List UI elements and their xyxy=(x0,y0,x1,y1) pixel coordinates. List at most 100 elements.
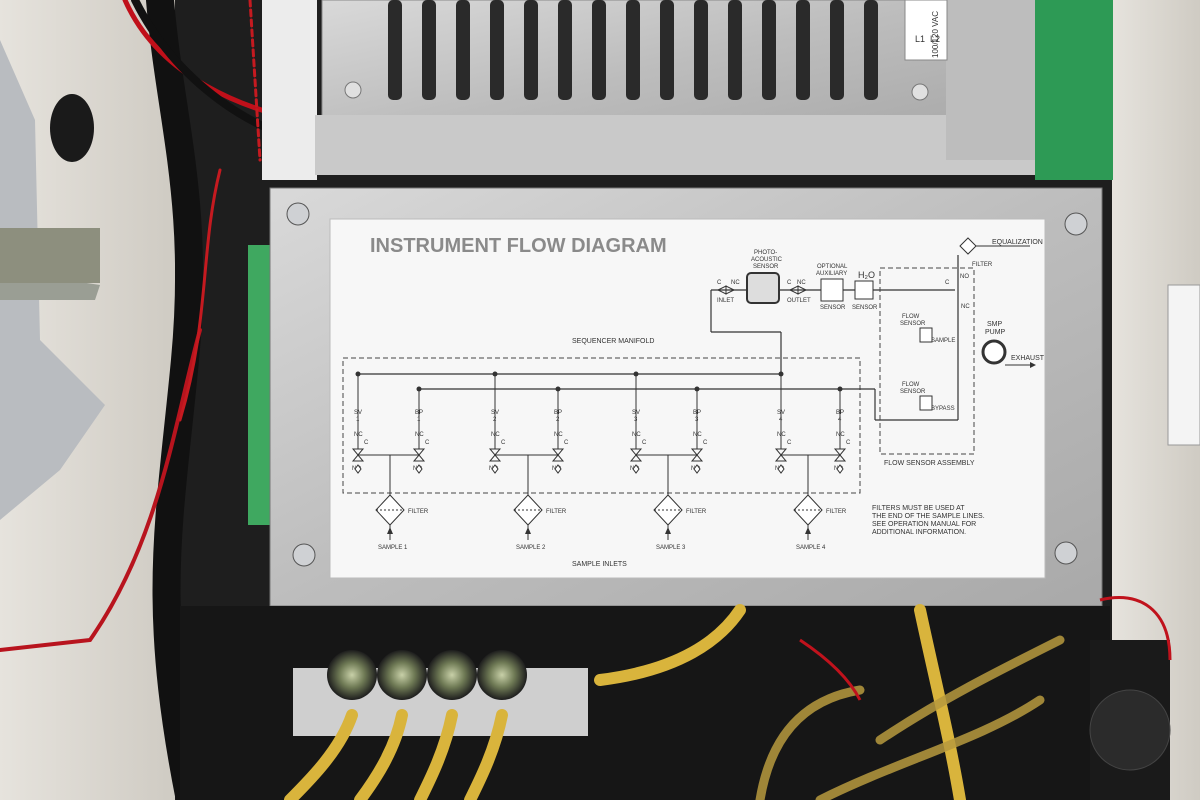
manifold-junction xyxy=(492,371,498,377)
valve-c-port: C xyxy=(501,440,506,446)
valve-sv-3: SV3NCCNO xyxy=(629,371,647,474)
valve-icon xyxy=(774,448,788,456)
inlet-arrow-icon xyxy=(525,527,531,534)
svg-text:FILTER: FILTER xyxy=(972,262,993,268)
svg-text:SEE OPERATION MANUAL FOR: SEE OPERATION MANUAL FOR xyxy=(872,521,976,528)
svg-text:OPTIONAL: OPTIONAL xyxy=(817,264,848,270)
svg-text:PUMP: PUMP xyxy=(985,329,1006,336)
optional-sensor xyxy=(820,278,844,302)
vent-slot xyxy=(796,0,810,100)
vent-slot xyxy=(626,0,640,100)
svg-text:FLOW: FLOW xyxy=(902,382,920,388)
valve-nc-port: NC xyxy=(491,432,500,438)
vent-slot xyxy=(762,0,776,100)
screw-top-right xyxy=(1064,212,1088,236)
valve-bp-1: BP1NCCNO xyxy=(412,386,430,474)
vent-slot xyxy=(728,0,742,100)
sample-label: SAMPLE 2 xyxy=(516,545,546,551)
inlet-arrow-icon xyxy=(805,527,811,534)
inlet-c-port: C xyxy=(717,280,722,286)
vent-slot xyxy=(456,0,470,100)
svg-text:H₂O: H₂O xyxy=(858,270,875,280)
valve-c-port: C xyxy=(642,440,647,446)
svg-text:SAMPLE: SAMPLE xyxy=(931,338,955,344)
inlet-arrow-icon xyxy=(665,527,671,534)
yellow-tubing xyxy=(284,604,966,800)
valve-icon xyxy=(351,448,365,456)
flow-sensor-assembly-box xyxy=(879,267,975,455)
svg-text:AUXILIARY: AUXILIARY xyxy=(816,271,847,277)
valve-nc-port: NC xyxy=(836,432,845,438)
valve-sv-1: SV1NCCNO xyxy=(351,371,369,474)
svg-text:FILTERS MUST BE USED AT: FILTERS MUST BE USED AT xyxy=(872,505,965,512)
filter-label: FILTER xyxy=(826,509,847,515)
valve-c-port: C xyxy=(945,280,950,286)
valve-icon xyxy=(488,448,502,456)
manifold-junction xyxy=(555,386,561,392)
power-supply-label: L1 L2 100/120 VAC xyxy=(915,11,940,58)
instrument-panel: INSTRUMENT FLOW DIAGRAM SEQUENCER MANIFO… xyxy=(269,187,1103,607)
screw-bottom-right xyxy=(1054,541,1078,565)
flow-diagram-label: INSTRUMENT FLOW DIAGRAM SEQUENCER MANIFO… xyxy=(329,218,1046,579)
svg-text:PHOTO-: PHOTO- xyxy=(754,250,777,256)
vent-slot xyxy=(694,0,708,100)
svg-text:SENSOR: SENSOR xyxy=(820,305,846,311)
inlet-arrow-icon xyxy=(387,527,393,534)
svg-text:SENSOR: SENSOR xyxy=(900,321,926,327)
fitting-3 xyxy=(427,650,477,700)
filter-label: FILTER xyxy=(686,509,707,515)
valve-c-port: C xyxy=(846,440,851,446)
valve-c-port: C xyxy=(364,440,369,446)
screw-top-left xyxy=(286,202,310,226)
power-supply: L1 L2 100/120 VAC xyxy=(315,0,1113,180)
photo-acoustic-sensor xyxy=(746,272,780,304)
svg-text:SMP: SMP xyxy=(987,321,1003,328)
inlet-label: INLET xyxy=(717,298,734,304)
valve-c-port: C xyxy=(425,440,430,446)
sample-inlet-2: FILTER SAMPLE 2 xyxy=(495,454,567,551)
sensor-chain: C NC INLET PHOTO- ACOUSTIC SENSOR C NC O… xyxy=(716,250,970,311)
red-wires xyxy=(799,596,1172,701)
pump-motor xyxy=(1089,640,1171,800)
manifold-junction xyxy=(778,371,784,377)
svg-text:BYPASS: BYPASS xyxy=(931,406,955,412)
smp-pump-icon xyxy=(981,339,1007,365)
valve-icon xyxy=(412,448,426,456)
vent-slot xyxy=(592,0,606,100)
valve-group: SV1NCCNOBP1NCCNOSV2NCCNOBP2NCCNOSV3NCCNO… xyxy=(351,371,851,474)
svg-text:ACOUSTIC: ACOUSTIC xyxy=(751,257,783,263)
lower-plumbing xyxy=(180,596,1172,800)
vent-slot xyxy=(490,0,504,100)
valve-nc-port: NC xyxy=(354,432,363,438)
valve-c-port: C xyxy=(564,440,569,446)
valve-nc-port: NC xyxy=(632,432,641,438)
vent-slot xyxy=(422,0,436,100)
manifold-junction xyxy=(694,386,700,392)
sample-label: SAMPLE 4 xyxy=(796,545,826,551)
manifold-label: SEQUENCER MANIFOLD xyxy=(572,338,654,345)
valve-nc-port: NC xyxy=(693,432,702,438)
power-supply-vents xyxy=(388,0,878,100)
svg-text:SENSOR: SENSOR xyxy=(852,305,878,311)
svg-text:100/120 VAC: 100/120 VAC xyxy=(931,11,940,58)
svg-text:ADDITIONAL INFORMATION.: ADDITIONAL INFORMATION. xyxy=(872,529,966,536)
ribbon-cable xyxy=(0,40,105,520)
manifold-junction xyxy=(837,386,843,392)
outlet-nc-port: NC xyxy=(797,280,806,286)
fitting-2 xyxy=(377,650,427,700)
valve-nc-port: NC xyxy=(961,304,970,310)
svg-text:L1: L1 xyxy=(915,34,925,44)
clear-tubing xyxy=(755,635,1065,800)
diagram-title: INSTRUMENT FLOW DIAGRAM xyxy=(370,235,667,257)
svg-text:FLOW SENSOR ASSEMBLY: FLOW SENSOR ASSEMBLY xyxy=(884,460,975,467)
h2o-sensor xyxy=(854,280,874,300)
valve-bp-4: BP4NCCNO xyxy=(833,386,851,474)
manifold-junction xyxy=(416,386,422,392)
valve-sv-2: SV2NCCNO xyxy=(488,371,506,474)
filter-label: FILTER xyxy=(546,509,567,515)
outlet-label: OUTLET xyxy=(787,298,811,304)
